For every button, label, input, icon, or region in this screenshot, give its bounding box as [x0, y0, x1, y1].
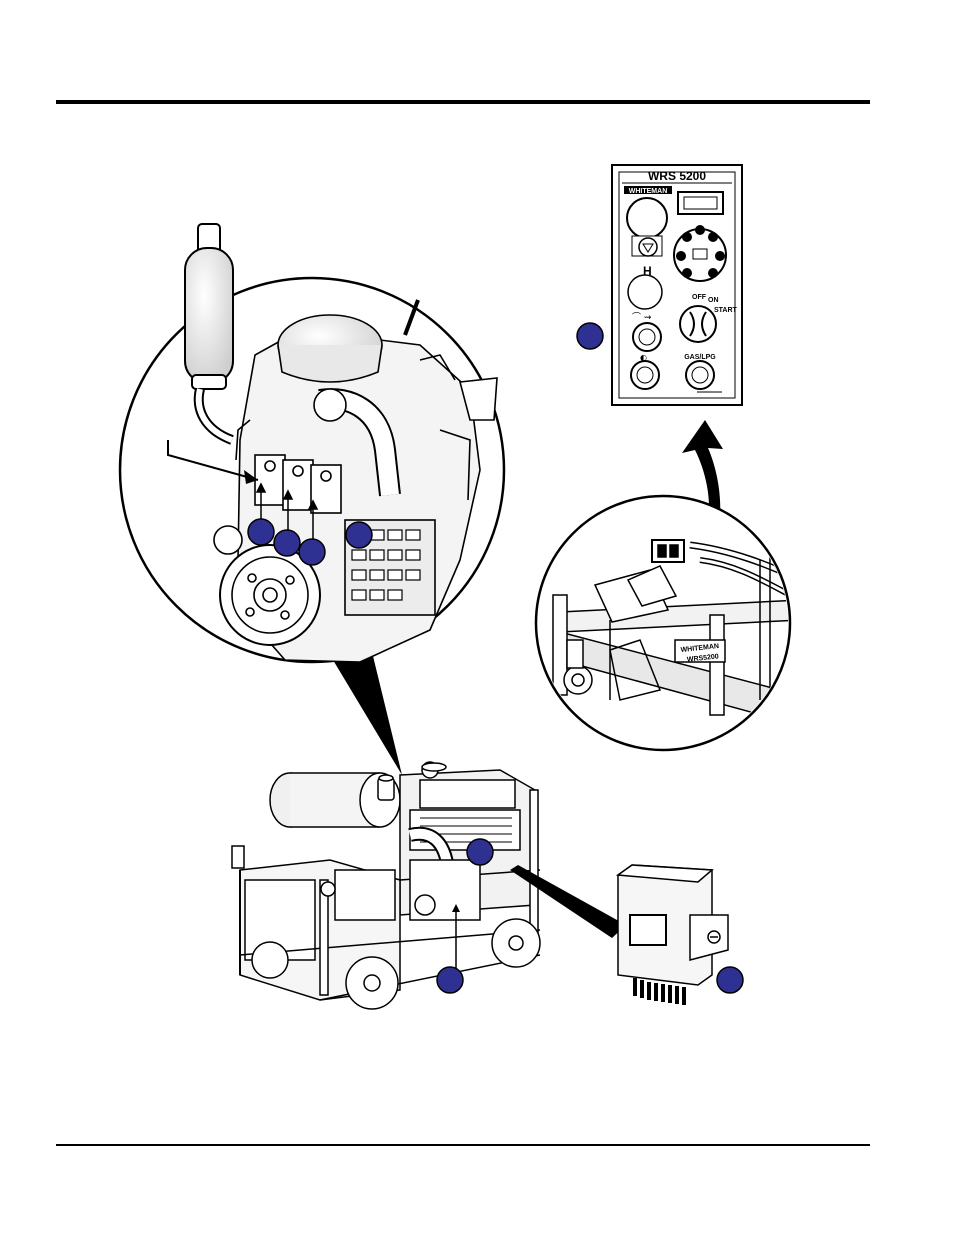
callout-marker: [274, 530, 300, 556]
switch-off-label: OFF: [692, 294, 707, 301]
fuel-label: GAS/LPG: [684, 354, 716, 361]
machine-overview: [232, 762, 540, 1009]
switch-start-label: START: [714, 307, 738, 314]
relay-box: [510, 865, 743, 1005]
callout-marker: [346, 522, 372, 548]
panel-brand-label: WHITEMAN: [629, 188, 668, 195]
callout-marker: [577, 323, 603, 349]
callout-marker: [717, 967, 743, 993]
panel-model-label: WRS 5200: [648, 169, 706, 183]
switch-on-label: ON: [708, 297, 719, 304]
callout-marker: [248, 519, 274, 545]
callout-marker: [467, 839, 493, 865]
callout-marker: [299, 539, 325, 565]
engine-closeup: [120, 224, 504, 775]
throttle-symbol: ⌒ ⇝: [632, 312, 652, 323]
control-panel: WRS 5200 WHITEMAN H OFF ON START ⌒ ⇝: [577, 165, 742, 405]
trailer-closeup: WHITEMAN WRS5200: [536, 496, 800, 750]
callout-marker: [437, 967, 463, 993]
